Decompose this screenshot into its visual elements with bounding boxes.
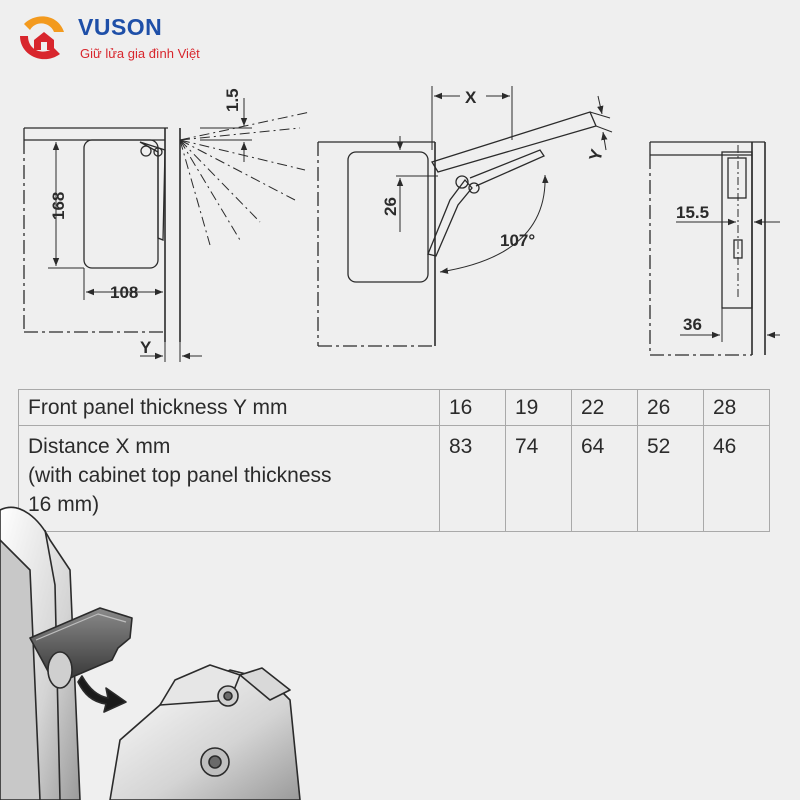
dim-108: 108 — [110, 283, 138, 302]
row-label-line: Distance X mm — [28, 435, 171, 458]
row-label-line: (with cabinet top panel thickness — [28, 464, 332, 487]
dim-y-mid: Y — [586, 147, 607, 164]
left-view — [23, 98, 311, 362]
dim-107-deg: 107° — [500, 231, 535, 250]
row-label-distance-x: Distance X mm (with cabinet top panel th… — [18, 425, 440, 532]
dim-x: X — [465, 88, 477, 107]
table-cell: 19 — [505, 389, 572, 426]
table-cell: 28 — [703, 389, 770, 426]
table-row: Distance X mm (with cabinet top panel th… — [18, 425, 770, 532]
table-cell: 64 — [571, 425, 638, 532]
mechanism-detail-illustration — [0, 506, 301, 800]
lift-arm — [109, 669, 301, 800]
brand-name: VUSON — [78, 14, 163, 40]
table-cell: 46 — [703, 425, 770, 532]
spec-table: Front panel thickness Y mm 16 19 22 26 2… — [18, 389, 770, 532]
dim-15-5: 15.5 — [676, 203, 709, 222]
row-label-front-panel: Front panel thickness Y mm — [18, 389, 440, 426]
lift-mechanism-side — [721, 151, 753, 309]
table-cell: 22 — [571, 389, 638, 426]
table-cell: 16 — [439, 389, 506, 426]
right-view — [649, 141, 780, 356]
dim-26: 26 — [381, 197, 400, 216]
table-cell: 83 — [439, 425, 506, 532]
middle-view — [317, 86, 613, 347]
direction-arrow-icon — [77, 675, 127, 713]
lift-mechanism-housing-mid — [347, 151, 429, 283]
table-cell: 52 — [637, 425, 704, 532]
brand-logo: VUSON Giữ lửa gia đình Việt — [14, 10, 234, 70]
dim-y-left: Y — [140, 338, 152, 357]
logo-mark-icon — [20, 16, 64, 60]
row-label-line: 16 mm) — [28, 493, 100, 516]
brand-tagline: Giữ lửa gia đình Việt — [80, 46, 200, 61]
table-row: Front panel thickness Y mm 16 19 22 26 2… — [18, 389, 770, 426]
technical-drawing: 168 108 Y 1.5 X 26 107° Y — [23, 86, 780, 362]
table-cell: 26 — [637, 389, 704, 426]
dim-168: 168 — [49, 192, 68, 220]
dim-36: 36 — [683, 315, 702, 334]
lift-mechanism-housing — [83, 139, 159, 269]
dim-1-5: 1.5 — [223, 88, 242, 112]
